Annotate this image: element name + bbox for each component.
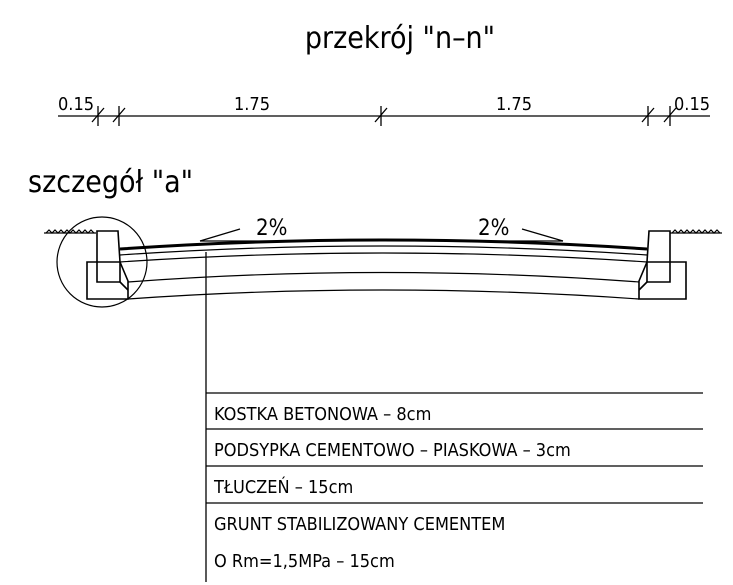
dim-right-half: 1.75 (496, 94, 532, 115)
slope-left (199, 228, 292, 242)
right-kerb (638, 230, 687, 300)
layer-row-3: TŁUCZEŃ – 15cm (213, 476, 353, 498)
ground-line-left (44, 229, 96, 234)
layer-row-4: GRUNT STABILIZOWANY CEMENTEM (214, 514, 505, 535)
section-title: przekrój "n–n" (305, 21, 495, 56)
detail-circle (56, 216, 148, 308)
ground-line-right (670, 229, 722, 234)
slope-right (470, 228, 564, 242)
slope-right-value: 2% (478, 216, 509, 241)
layer-row-2: PODSYPKA CEMENTOWO – PIASKOWA – 3cm (214, 440, 571, 461)
dimension-line (58, 106, 710, 126)
layer-table (206, 392, 703, 504)
slope-left-value: 2% (256, 216, 287, 241)
dim-left-half: 1.75 (234, 94, 270, 115)
detail-label: szczegół "a" (28, 165, 193, 200)
dim-left-edge: 0.15 (58, 94, 94, 115)
left-kerb (86, 230, 129, 300)
pavement-layers (119, 238, 648, 300)
layer-row-5: O Rm=1,5MPa – 15cm (214, 551, 395, 572)
layer-row-1: KOSTKA BETONOWA – 8cm (214, 404, 431, 425)
dim-right-edge: 0.15 (674, 94, 710, 115)
